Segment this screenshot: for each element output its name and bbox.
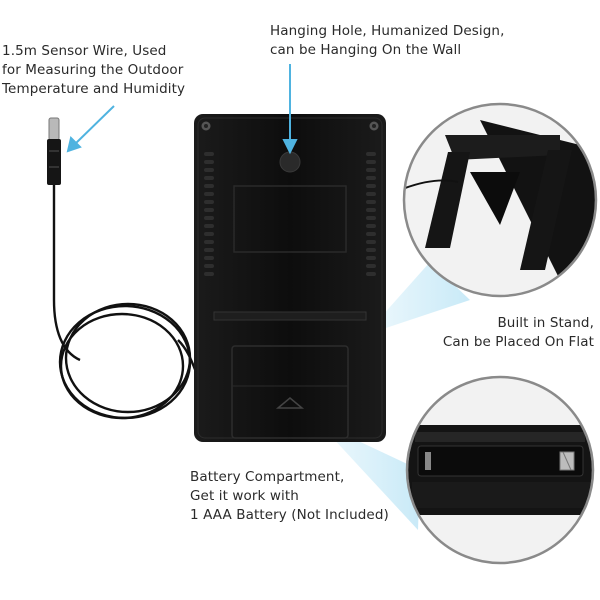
callout-line: can be Hanging On the Wall: [270, 42, 462, 58]
hanging-hole-callout: Hanging Hole, Humanized Design, can be H…: [270, 22, 504, 60]
sensor-wire: [52, 185, 198, 420]
hanging-hole-icon: [279, 151, 301, 173]
device-back: [194, 114, 386, 442]
callout-line: Battery Compartment,: [190, 469, 345, 485]
callout-line: 1 AAA Battery (Not Included): [190, 507, 389, 523]
sensor-probe-icon: [47, 117, 61, 185]
sensor-wire-callout: 1.5m Sensor Wire, Used for Measuring the…: [2, 42, 185, 99]
callout-line: for Measuring the Outdoor: [2, 62, 184, 78]
stand-hinge: [213, 311, 367, 321]
callout-line: Built in Stand,: [497, 315, 594, 331]
callout-line: Can be Placed On Flat: [442, 334, 594, 350]
stand-callout: Built in Stand, Can be Placed On Flat: [443, 314, 594, 352]
callout-line: Get it work with: [190, 488, 299, 504]
battery-door: [231, 345, 349, 439]
battery-callout: Battery Compartment, Get it work with 1 …: [190, 468, 389, 525]
battery-zoom-icon: [405, 375, 595, 565]
stand-beam: [365, 262, 470, 335]
stand-zoom-icon: [402, 102, 598, 298]
callout-line: 1.5m Sensor Wire, Used: [2, 43, 167, 59]
battery-beam: [318, 422, 420, 530]
callout-line: Hanging Hole, Humanized Design,: [270, 23, 505, 39]
pointer-lines: [66, 64, 298, 155]
callout-line: Temperature and Humidity: [2, 81, 186, 97]
